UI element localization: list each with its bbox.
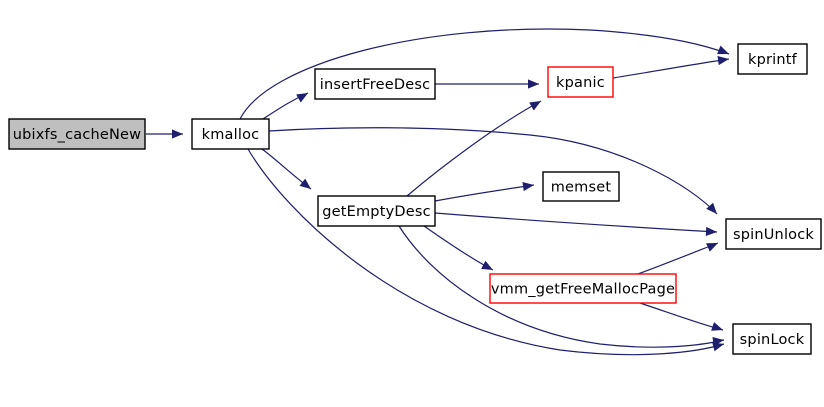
arrow-head-e5 xyxy=(717,55,729,66)
arrow-head-e13 xyxy=(706,243,718,252)
arrow-head-e15 xyxy=(712,336,724,347)
node-spinLock[interactable]: spinLock xyxy=(732,323,812,355)
arrow-head-e3 xyxy=(296,93,308,103)
node-box-vmm_getFreeMallocPage[interactable] xyxy=(489,273,677,304)
node-box-insertFreeDesc[interactable] xyxy=(314,68,436,100)
edges-layer xyxy=(146,28,730,356)
node-getEmptyDesc[interactable]: getEmptyDesc xyxy=(317,195,436,227)
node-label-vmm_getFreeMallocPage: vmm_getFreeMallocPage xyxy=(491,282,675,298)
node-label-memset: memset xyxy=(551,180,612,196)
arrow-head-e9 xyxy=(529,101,541,111)
node-label-insertFreeDesc: insertFreeDesc xyxy=(320,77,431,93)
node-kprintf[interactable]: kprintf xyxy=(737,43,808,75)
node-box-spinLock[interactable] xyxy=(732,323,812,355)
node-box-kpanic[interactable] xyxy=(547,66,614,98)
arrow-head-e14 xyxy=(711,322,723,331)
node-label-spinLock: spinLock xyxy=(740,332,805,348)
arrow-head-e2 xyxy=(717,45,729,55)
edge-kmalloc-to-spinUnlock xyxy=(268,127,718,215)
node-insertFreeDesc[interactable]: insertFreeDesc xyxy=(314,68,436,100)
node-ubixfs_cacheNew[interactable]: ubixfs_cacheNew xyxy=(8,118,146,150)
node-box-getEmptyDesc[interactable] xyxy=(317,195,436,227)
edge-kpanic-to-kprintf xyxy=(612,58,730,79)
edge-getEmptyDesc-to-spinLock xyxy=(398,225,725,348)
edge-getEmptyDesc-to-spinUnlock xyxy=(434,212,718,233)
node-box-memset[interactable] xyxy=(542,171,620,202)
arrow-head-e4 xyxy=(528,79,539,89)
arrow-head-e10 xyxy=(522,181,534,192)
arrow-head-e1 xyxy=(172,129,183,139)
node-label-kmalloc: kmalloc xyxy=(202,127,260,143)
arrow-head-e7 xyxy=(299,178,311,189)
arrow-head-e12 xyxy=(481,260,493,270)
node-kpanic[interactable]: kpanic xyxy=(547,66,614,98)
edge-getEmptyDesc-to-vmm_getFreeMallocPage xyxy=(423,225,494,271)
node-box-kprintf[interactable] xyxy=(737,43,808,75)
node-vmm_getFreeMallocPage[interactable]: vmm_getFreeMallocPage xyxy=(489,273,677,304)
node-box-kmalloc[interactable] xyxy=(191,118,270,150)
node-label-getEmptyDesc: getEmptyDesc xyxy=(322,204,431,220)
node-memset[interactable]: memset xyxy=(542,171,620,202)
edge-getEmptyDesc-to-kpanic xyxy=(406,100,542,197)
node-label-kprintf: kprintf xyxy=(748,52,798,68)
edge-getEmptyDesc-to-memset xyxy=(434,184,535,202)
edge-kmalloc-to-spinLock xyxy=(247,148,725,356)
nodes-layer: ubixfs_cacheNew kmalloc insertFreeDesc kpan… xyxy=(8,43,822,355)
node-box-spinUnlock[interactable] xyxy=(725,218,822,250)
node-label-spinUnlock: spinUnlock xyxy=(733,227,814,243)
arrow-head-e11 xyxy=(705,226,717,237)
node-label-ubixfs_cacheNew: ubixfs_cacheNew xyxy=(13,127,141,143)
node-box-ubixfs_cacheNew[interactable] xyxy=(8,118,146,150)
node-kmalloc[interactable]: kmalloc xyxy=(191,118,270,150)
node-label-kpanic: kpanic xyxy=(556,75,605,91)
edge-vmm_getFreeMallocPage-to-spinLock xyxy=(639,302,724,331)
node-spinUnlock[interactable]: spinUnlock xyxy=(725,218,822,250)
arrow-head-e6 xyxy=(706,202,717,214)
edge-vmm_getFreeMallocPage-to-spinUnlock xyxy=(637,242,719,275)
edge-kmalloc-to-kprintf xyxy=(239,28,730,120)
arrow-heads-layer xyxy=(172,45,729,352)
